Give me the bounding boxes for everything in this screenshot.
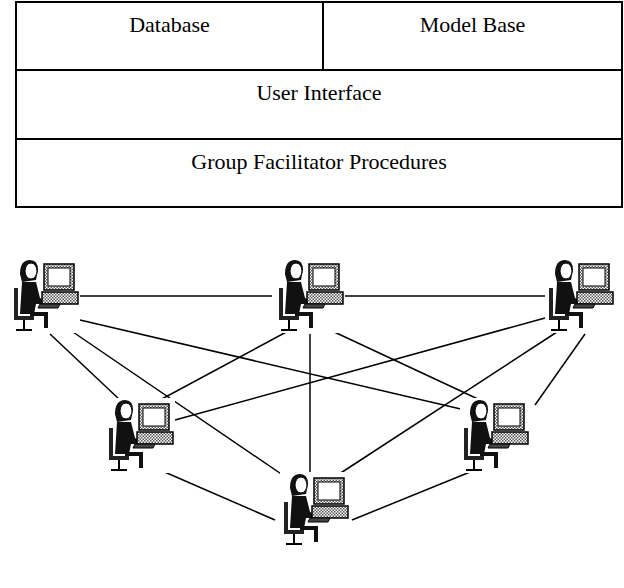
cell-label: Database <box>17 12 322 38</box>
cell-label: Model Base <box>324 12 621 38</box>
table-cell: Database <box>15 1 324 71</box>
user-workstations <box>10 258 615 547</box>
table-row: User Interface <box>15 69 623 140</box>
cell-label: Group Facilitator Procedures <box>17 149 621 175</box>
cell-label: User Interface <box>17 80 621 106</box>
table-row: Group Facilitator Procedures <box>15 138 623 208</box>
table-cell: Model Base <box>322 1 623 71</box>
